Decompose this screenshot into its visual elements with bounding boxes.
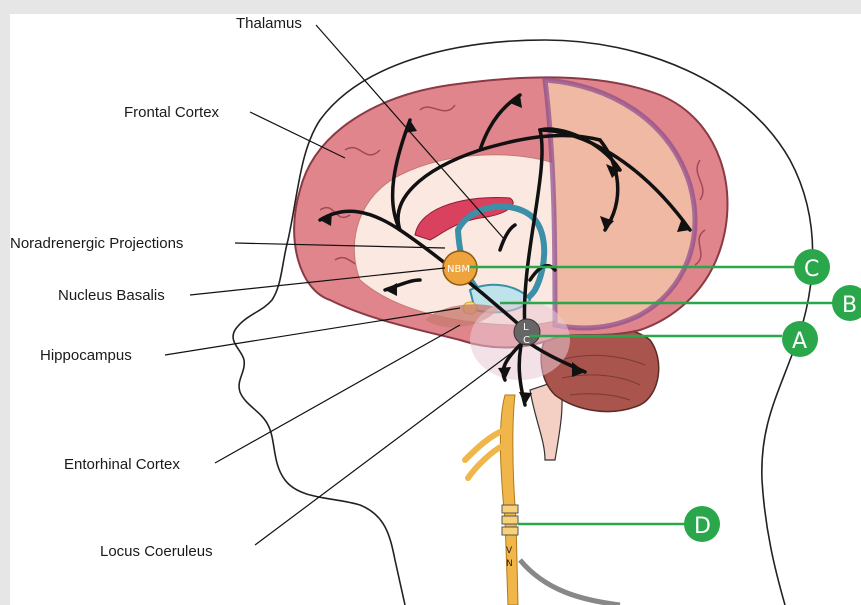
- lc-c-tag: C: [523, 335, 530, 346]
- vn-v-tag: V: [506, 546, 513, 556]
- nbm-tag: NBM: [447, 264, 470, 275]
- entorhinal-label: Entorhinal Cortex: [64, 456, 180, 473]
- marker-d-label: D: [694, 514, 711, 539]
- marker-c-label: C: [804, 257, 819, 282]
- marker-b-label: B: [842, 293, 857, 318]
- lc-l-tag: L: [523, 322, 529, 333]
- nucleus-basalis-label: Nucleus Basalis: [58, 287, 165, 304]
- marker-a-label: A: [792, 329, 807, 354]
- frontal-cortex-label: Frontal Cortex: [124, 104, 220, 121]
- thalamus-label: Thalamus: [236, 15, 302, 32]
- noradrenergic-label: Noradrenergic Projections: [10, 235, 183, 252]
- locus-coeruleus-label: Locus Coeruleus: [100, 543, 213, 560]
- frontal-cortex-leader: [250, 112, 345, 158]
- vagus-nerve: [500, 395, 518, 605]
- vn-n-tag: N: [506, 559, 513, 569]
- entorhinal-leader: [215, 325, 460, 463]
- hippocampus-label: Hippocampus: [40, 347, 132, 364]
- hippocampus-leader: [165, 308, 460, 355]
